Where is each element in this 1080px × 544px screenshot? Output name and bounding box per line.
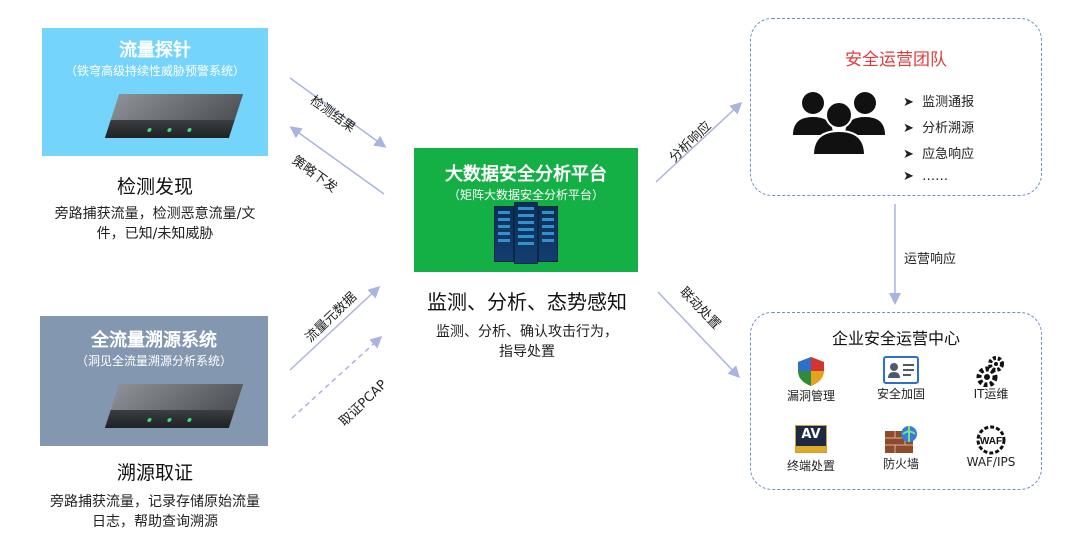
probe-subtitle: （铁穹高级持续性威胁预警系统）	[64, 64, 245, 78]
svg-text:WAF: WAF	[980, 436, 1002, 447]
module-label: 防火墙	[882, 457, 919, 471]
security-team-box: 安全运营团队 ➤ 监测通报 ➤ 分析溯源 ➤ 应急响应 ➤ ……	[750, 18, 1042, 196]
arrow-analysis-response	[655, 101, 743, 183]
team-item: ➤ 分析溯源	[903, 121, 975, 136]
platform-desc: 监测、分析、确认攻击行为， 指导处置	[396, 322, 658, 362]
av-icon: AV	[795, 425, 827, 453]
soc-box: 企业安全运营中心 漏洞管理 安全加固 IT运维	[750, 312, 1042, 490]
arrow-detect-result	[289, 77, 387, 148]
trace-title: 全流量溯源系统	[91, 330, 217, 351]
trace-subtitle: （洞见全流量溯源分析系统）	[75, 354, 232, 368]
platform-title: 大数据安全分析平台	[445, 164, 607, 185]
module-firewall: 防火墙	[859, 425, 943, 472]
probe-desc-line1: 旁路捕获流量，检测恶意流量/文	[54, 206, 256, 222]
trace-desc: 旁路捕获流量，记录存储原始流量 日志，帮助查询溯源	[20, 492, 290, 532]
platform-section-title: 监测、分析、态势感知	[427, 290, 627, 314]
module-label: 漏洞管理	[786, 389, 835, 403]
team-item: ➤ ……	[903, 169, 949, 184]
trace-section-title: 溯源取证	[116, 462, 193, 484]
module-label: IT运维	[973, 387, 1009, 401]
people-group-icon	[793, 92, 885, 156]
team-item: ➤ 监测通报	[903, 95, 975, 110]
module-waf-ips: WAF WAF/IPS	[951, 425, 1031, 469]
arrow-linkage-handling	[657, 291, 741, 379]
platform-desc-line1: 监测、分析、确认攻击行为，	[436, 324, 618, 340]
bullet-icon: ➤	[903, 121, 914, 136]
waf-icon: WAF	[976, 425, 1006, 455]
platform-subtitle: （矩阵大数据安全分析平台）	[447, 188, 604, 202]
trace-desc-line1: 旁路捕获流量，记录存储原始流量	[50, 494, 260, 510]
platform-box: 大数据安全分析平台 （矩阵大数据安全分析平台）	[414, 148, 638, 272]
module-label: WAF/IPS	[966, 455, 1016, 469]
trace-box: 全流量溯源系统 （洞见全流量溯源分析系统）	[40, 316, 268, 446]
bullet-icon: ➤	[903, 169, 914, 184]
id-card-icon	[883, 356, 919, 384]
team-title: 安全运营团队	[845, 50, 947, 70]
team-items: ➤ 监测通报 ➤ 分析溯源 ➤ 应急响应 ➤ ……	[903, 91, 974, 195]
team-item: ➤ 应急响应	[903, 147, 975, 162]
module-hardening: 安全加固	[859, 355, 943, 402]
module-endpoint: AV 终端处置	[769, 425, 853, 474]
label-ops-response: 运营响应	[904, 252, 957, 267]
trace-desc-line2: 日志，帮助查询溯源	[92, 514, 218, 530]
arrow-get-pcap	[291, 335, 383, 419]
probe-desc: 旁路捕获流量，检测恶意流量/文 件，已知/未知威胁	[20, 204, 290, 244]
probe-box: 流量探针 （铁穹高级持续性威胁预警系统）	[42, 28, 268, 156]
bullet-icon: ➤	[903, 95, 914, 110]
module-label: 安全加固	[876, 387, 925, 401]
platform-desc-line2: 指导处置	[499, 344, 555, 360]
arrow-policy-push	[289, 126, 385, 195]
probe-section-title: 检测发现	[116, 176, 193, 198]
arrow-flow-metadata	[289, 285, 381, 371]
firewall-icon	[885, 426, 917, 453]
shield-icon	[798, 357, 824, 386]
soc-title: 企业安全运营中心	[831, 329, 960, 348]
module-it-ops: IT运维	[969, 355, 1013, 402]
probe-title: 流量探针	[119, 40, 191, 61]
module-vuln-mgmt: 漏洞管理	[769, 355, 853, 404]
bullet-icon: ➤	[903, 147, 914, 162]
module-label: 终端处置	[786, 459, 835, 473]
probe-desc-line2: 件，已知/未知威胁	[96, 226, 214, 242]
gears-icon	[976, 356, 1004, 387]
